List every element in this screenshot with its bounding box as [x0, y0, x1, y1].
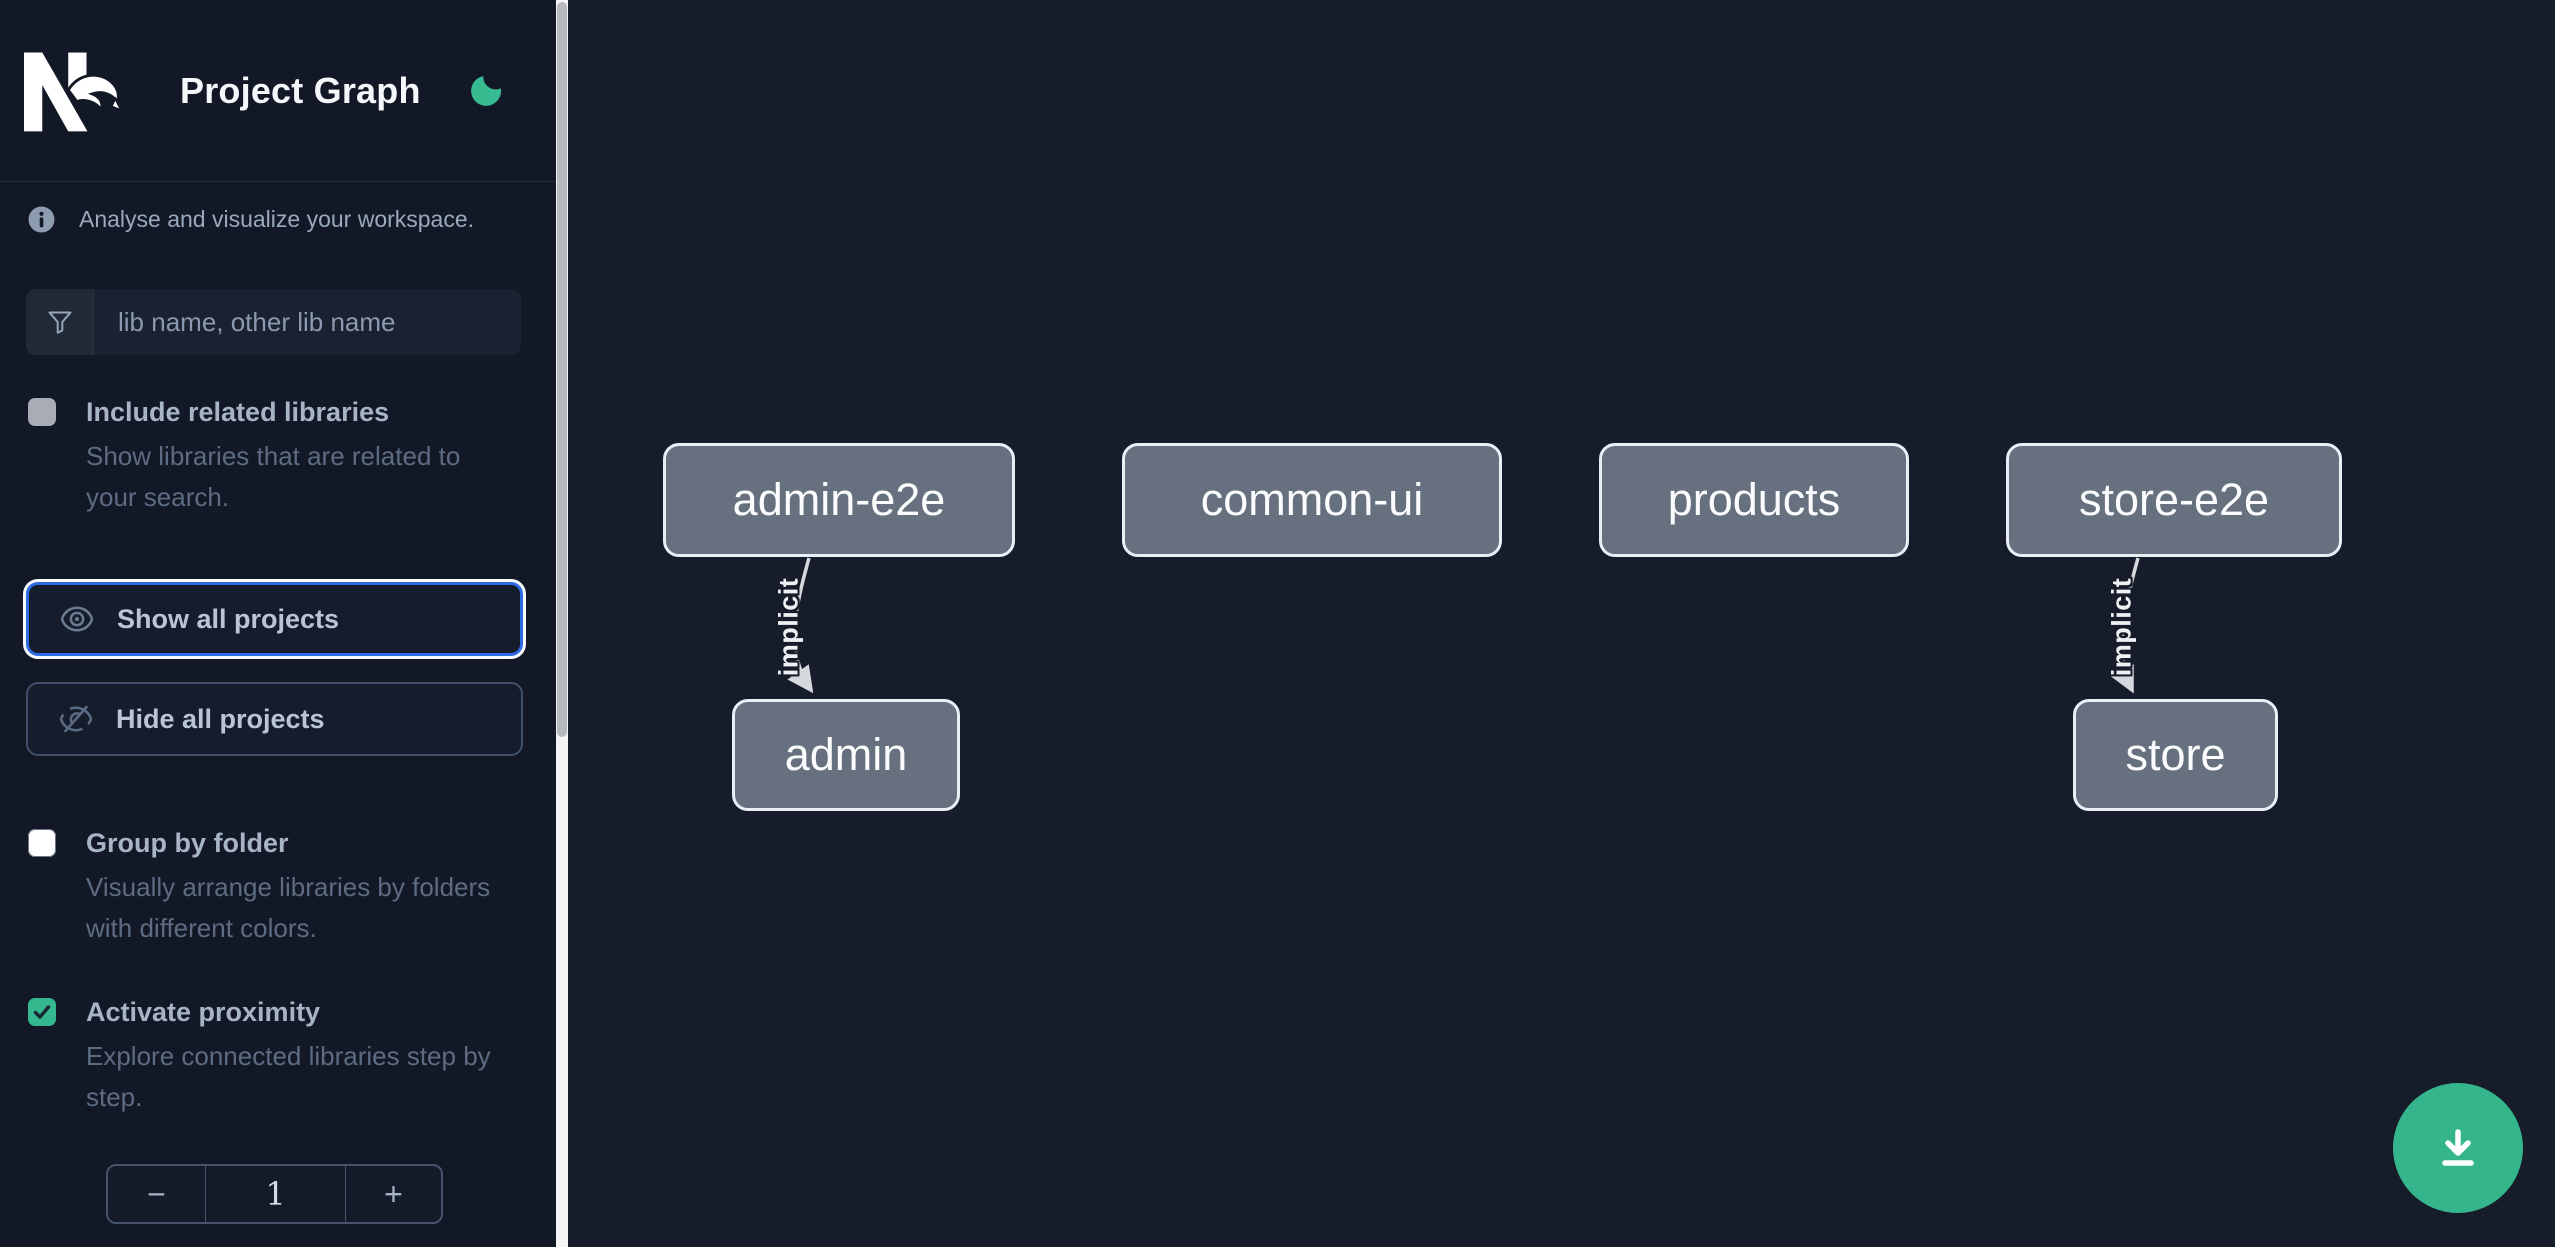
group-by-folder-label: Group by folder — [86, 828, 289, 858]
sidebar-scrollbar-thumb[interactable] — [557, 2, 567, 737]
edge-label-implicit: implicit — [773, 577, 804, 677]
activate-proximity-toggle[interactable]: Activate proximity Explore connected lib… — [0, 995, 556, 1118]
workspace-info-text: Analyse and visualize your workspace. — [79, 206, 475, 232]
proximity-depth-stepper: − 1 + — [106, 1164, 443, 1224]
hide-all-projects-label: Hide all projects — [116, 703, 325, 734]
edge-store-e2e-to-store — [2110, 557, 2140, 694]
info-icon — [28, 206, 55, 233]
graph-canvas[interactable]: implicit implicit admin-e2e common-ui pr… — [568, 0, 2555, 1247]
app-header: Project Graph — [0, 0, 556, 182]
increment-button[interactable]: + — [345, 1166, 441, 1222]
graph-node-common-ui[interactable]: common-ui — [1122, 443, 1502, 557]
sidebar: Project Graph Analyse and visualize your… — [0, 0, 556, 1247]
search-box — [26, 289, 521, 355]
group-by-folder-toggle[interactable]: Group by folder Visually arrange librari… — [0, 826, 556, 949]
download-graph-button[interactable] — [2393, 1083, 2523, 1213]
nx-logo-icon — [24, 52, 124, 131]
filter-icon — [26, 289, 94, 355]
hide-all-projects-button[interactable]: Hide all projects — [26, 682, 523, 756]
eye-slash-icon — [59, 705, 93, 733]
check-icon — [33, 1005, 51, 1019]
sidebar-scrollbar[interactable] — [556, 0, 568, 1247]
group-by-folder-checkbox[interactable] — [28, 829, 56, 857]
activate-proximity-description: Explore connected libraries step by step… — [86, 1041, 491, 1112]
group-by-folder-description: Visually arrange libraries by folders wi… — [86, 872, 491, 943]
include-related-description: Show libraries that are related to your … — [86, 441, 461, 512]
graph-node-admin[interactable]: admin — [732, 699, 960, 811]
include-related-label: Include related libraries — [86, 397, 390, 427]
activate-proximity-label: Activate proximity — [86, 997, 321, 1027]
show-all-projects-label: Show all projects — [117, 603, 340, 634]
graph-node-store-e2e[interactable]: store-e2e — [2006, 443, 2342, 557]
activate-proximity-checkbox[interactable] — [28, 998, 56, 1026]
moon-icon[interactable] — [466, 71, 506, 111]
graph-edges — [787, 557, 2140, 694]
page-title: Project Graph — [180, 69, 421, 111]
graph-node-store[interactable]: store — [2073, 699, 2278, 811]
download-icon — [2442, 1129, 2474, 1166]
edge-admin-e2e-to-admin — [787, 557, 814, 694]
include-related-toggle[interactable]: Include related libraries Show libraries… — [0, 395, 556, 518]
graph-node-products[interactable]: products — [1599, 443, 1909, 557]
graph-node-admin-e2e[interactable]: admin-e2e — [663, 443, 1015, 557]
edge-label-implicit: implicit — [2106, 577, 2137, 677]
proximity-depth-value: 1 — [265, 1175, 286, 1213]
workspace-info: Analyse and visualize your workspace. — [0, 206, 556, 233]
decrement-button[interactable]: − — [108, 1166, 206, 1222]
show-all-projects-button[interactable]: Show all projects — [26, 582, 523, 656]
eye-icon — [60, 606, 94, 632]
include-related-checkbox[interactable] — [28, 398, 56, 426]
search-input[interactable] — [94, 289, 521, 355]
